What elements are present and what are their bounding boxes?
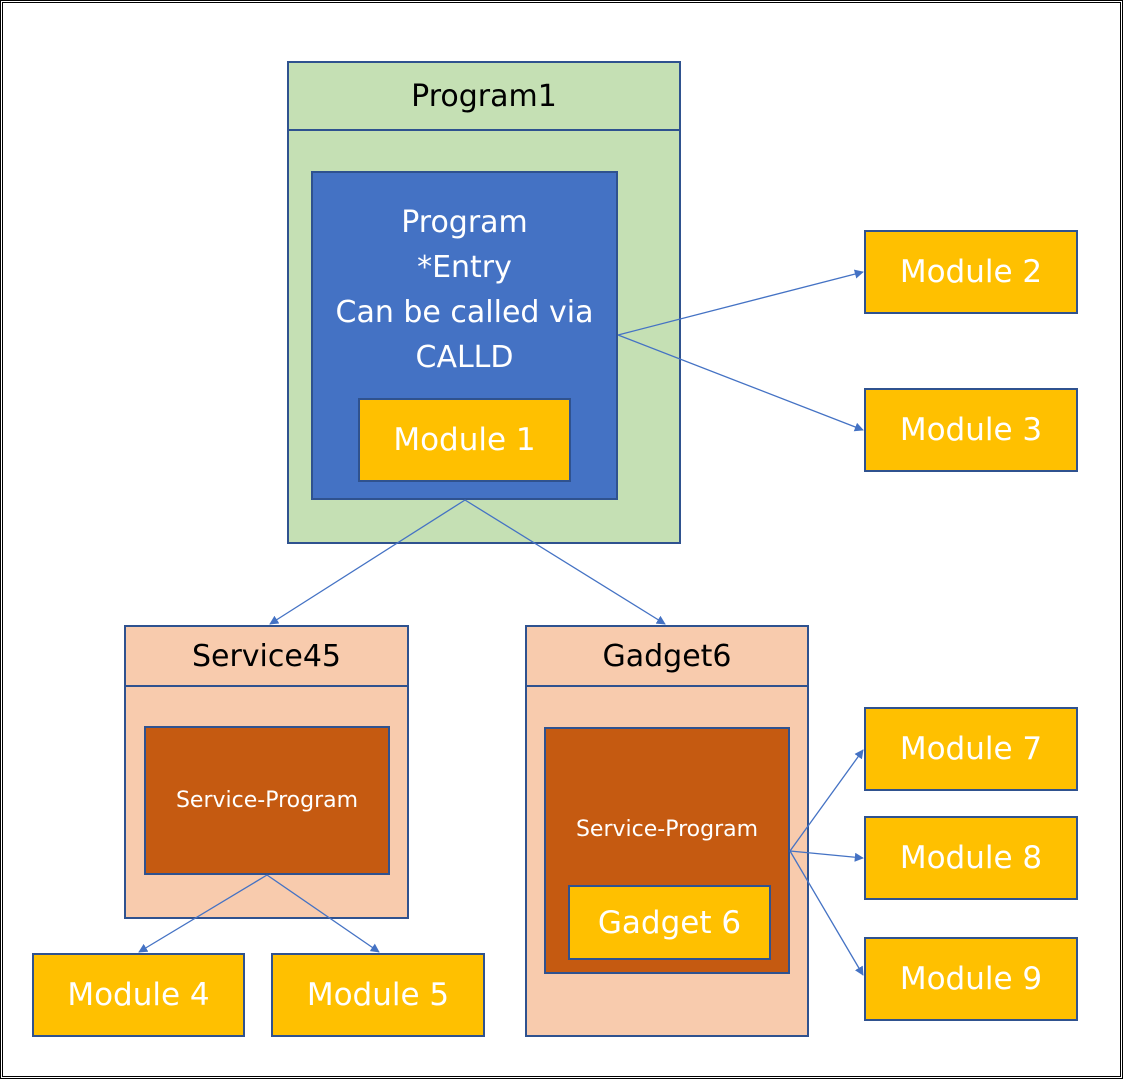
module-8-box: Module 8 xyxy=(864,816,1078,900)
arrow-program-to-module-3 xyxy=(617,334,864,432)
arrow-gadget6-to-module-7 xyxy=(789,749,864,852)
service45-title: Service45 xyxy=(126,627,407,687)
arrow-service45-to-module-4 xyxy=(138,874,268,953)
arrow-gadget6-to-module-9 xyxy=(789,850,864,976)
arrow-program-to-service45 xyxy=(269,499,466,625)
arrow-program-to-module-2 xyxy=(617,269,864,336)
module-1-box: Module 1 xyxy=(358,398,571,482)
arrow-service45-to-module-5 xyxy=(266,874,380,953)
gadget6-title: Gadget6 xyxy=(527,627,807,687)
program-line-2: *Entry xyxy=(417,250,512,285)
module-9-box: Module 9 xyxy=(864,937,1078,1021)
arrow-gadget6-to-module-8 xyxy=(789,850,864,862)
service45-service-program-label: Service-Program xyxy=(175,788,359,813)
program-line-1: Program xyxy=(401,205,528,240)
module-5-box: Module 5 xyxy=(271,953,485,1037)
arrow-program-to-gadget6 xyxy=(464,499,666,625)
module-3-box: Module 3 xyxy=(864,388,1078,472)
program-line-4: CALLD xyxy=(415,340,514,375)
gadget6-service-program-label: Service-Program xyxy=(575,817,759,842)
module-4-box: Module 4 xyxy=(32,953,245,1037)
module-2-box: Module 2 xyxy=(864,230,1078,314)
gadget-6-box: Gadget 6 xyxy=(568,885,771,960)
program1-title: Program1 xyxy=(289,63,679,131)
service45-service-program-box: Service-Program xyxy=(144,726,390,875)
program-line-3: Can be called via xyxy=(335,295,594,330)
module-7-box: Module 7 xyxy=(864,707,1078,791)
